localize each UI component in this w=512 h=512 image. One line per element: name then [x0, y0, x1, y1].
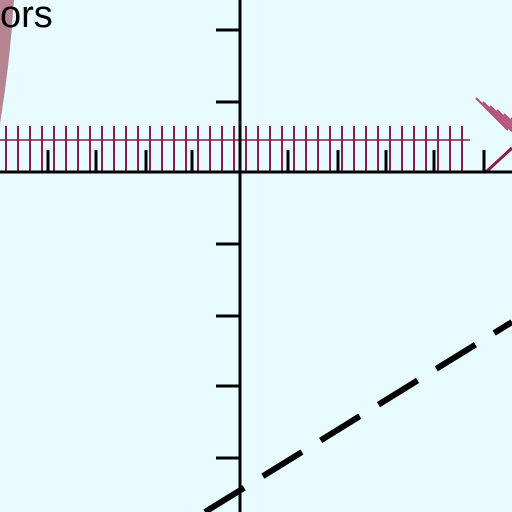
dashed-line	[203, 319, 512, 512]
partial-label: ors	[0, 0, 53, 36]
hatch-mark-diagonal	[475, 97, 509, 131]
hatched-boundary	[0, 97, 512, 174]
hatch-mark-diagonal	[503, 113, 512, 124]
hatch-mark-diagonal	[482, 101, 512, 133]
boundary-line	[484, 146, 512, 174]
hatch-mark-diagonal	[496, 109, 512, 127]
x-axis-ticks	[46, 150, 486, 172]
shaded-region	[0, 0, 14, 124]
hatch-mark-diagonal	[489, 105, 512, 130]
y-axis-ticks	[216, 28, 240, 460]
